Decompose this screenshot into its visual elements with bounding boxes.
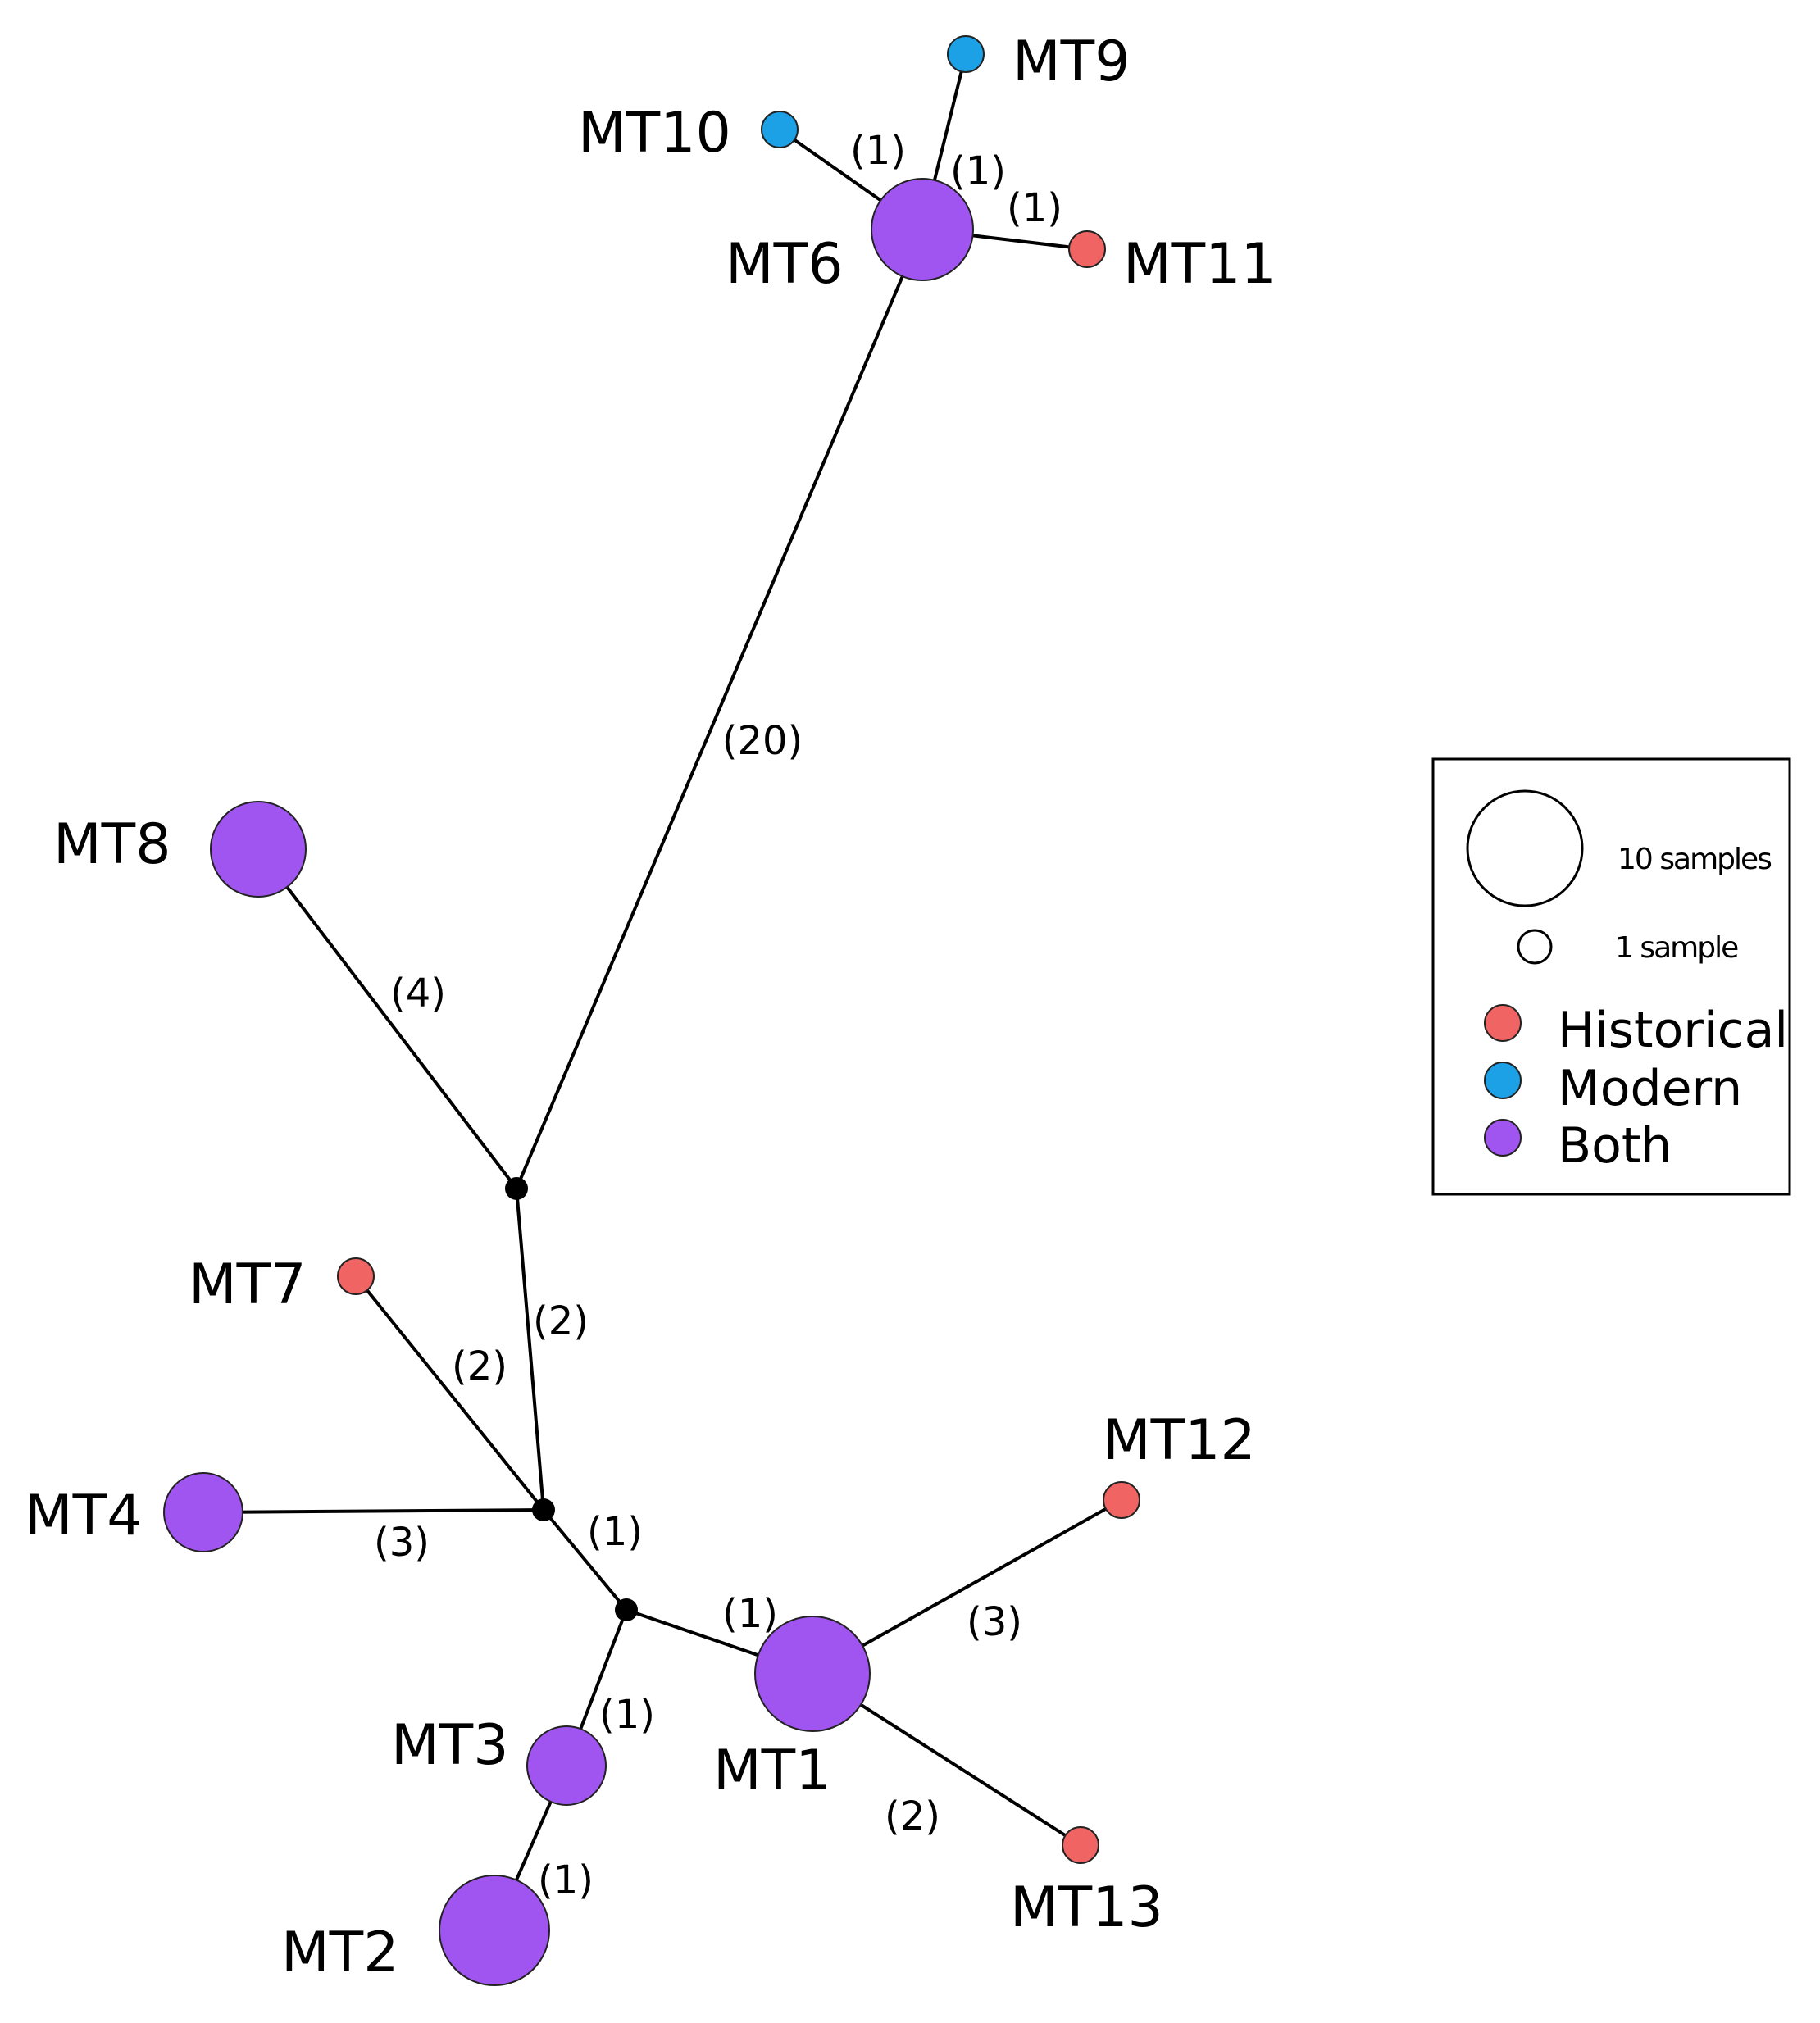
haplotype-node-mt9 xyxy=(947,35,985,73)
legend-both-label: Both xyxy=(1558,1117,1672,1175)
edge-mt7-j2 xyxy=(354,1275,545,1512)
mutation-count-label: (3) xyxy=(374,1520,430,1566)
edge-mt1-mt12 xyxy=(811,1498,1123,1675)
haplotype-label-mt6: MT6 xyxy=(726,232,843,297)
haplotype-node-mt3 xyxy=(526,1725,607,1806)
haplotype-label-mt4: MT4 xyxy=(25,1484,142,1548)
haplotype-node-mt11 xyxy=(1068,230,1106,268)
median-vector-node xyxy=(615,1598,638,1621)
haplotype-node-mt6 xyxy=(871,178,974,281)
haplotype-label-mt11: MT11 xyxy=(1123,232,1276,297)
legend-size-small-label: 1 sample xyxy=(1615,931,1738,965)
legend-modern-label: Modern xyxy=(1558,1060,1742,1117)
haplotype-label-mt3: MT3 xyxy=(391,1713,508,1778)
edge-mt6-j1 xyxy=(515,228,924,1190)
legend: 10 samples 1 sample Historical Modern Bo… xyxy=(1431,757,1791,1196)
legend-size-large-label: 10 samples xyxy=(1618,843,1771,876)
haplotype-node-mt2 xyxy=(439,1875,550,1986)
haplotype-label-mt8: MT8 xyxy=(53,812,171,877)
mutation-labels-layer: (1)(1)(1)(20)(4)(2)(2)(3)(1)(1)(1)(1)(3)… xyxy=(374,128,1062,1903)
mutation-count-label: (1) xyxy=(587,1509,643,1555)
legend-size-small-circle xyxy=(1517,929,1553,965)
haplotype-label-mt2: MT2 xyxy=(281,1921,398,1985)
mutation-count-label: (1) xyxy=(599,1692,655,1738)
mutation-count-label: (1) xyxy=(722,1591,778,1637)
legend-historical-label: Historical xyxy=(1558,1002,1788,1059)
haplotype-node-mt13 xyxy=(1062,1826,1099,1864)
haplotype-node-mt12 xyxy=(1103,1481,1140,1519)
haplotype-label-mt10: MT10 xyxy=(578,101,731,166)
legend-modern-swatch xyxy=(1484,1062,1522,1099)
median-vector-node xyxy=(532,1498,555,1521)
nodes-layer xyxy=(163,35,1140,1986)
edge-j2-j3 xyxy=(542,1508,628,1612)
mutation-count-label: (3) xyxy=(967,1599,1022,1645)
haplotype-label-mt13: MT13 xyxy=(1010,1875,1163,1940)
median-vector-node xyxy=(505,1177,528,1200)
haplotype-label-mt12: MT12 xyxy=(1103,1408,1256,1473)
edge-mt4-j2 xyxy=(202,1508,545,1514)
legend-size-large-circle xyxy=(1466,789,1584,907)
mutation-count-label: (1) xyxy=(538,1857,594,1903)
haplotype-label-mt9: MT9 xyxy=(1012,30,1130,94)
haplotype-node-mt4 xyxy=(163,1472,243,1552)
haplotype-node-mt1 xyxy=(754,1616,871,1732)
mutation-count-label: (4) xyxy=(390,971,446,1016)
haplotype-node-mt10 xyxy=(761,111,799,148)
mutation-count-label: (1) xyxy=(850,128,906,174)
edge-j1-j2 xyxy=(515,1187,545,1512)
mutation-count-label: (20) xyxy=(722,718,803,764)
edges-layer xyxy=(202,52,1123,1932)
haplotype-node-mt8 xyxy=(210,801,307,898)
mutation-count-label: (2) xyxy=(452,1343,507,1389)
legend-historical-swatch xyxy=(1484,1004,1522,1042)
haplotype-label-mt7: MT7 xyxy=(189,1252,306,1317)
legend-both-swatch xyxy=(1484,1119,1522,1157)
mutation-count-label: (1) xyxy=(1007,185,1062,231)
haplotype-label-mt1: MT1 xyxy=(713,1739,830,1803)
mutation-count-label: (2) xyxy=(533,1298,589,1344)
mutation-count-label: (1) xyxy=(950,148,1006,194)
edge-mt8-j1 xyxy=(257,848,518,1190)
haplotype-node-mt7 xyxy=(337,1257,375,1295)
mutation-count-label: (2) xyxy=(885,1793,940,1839)
